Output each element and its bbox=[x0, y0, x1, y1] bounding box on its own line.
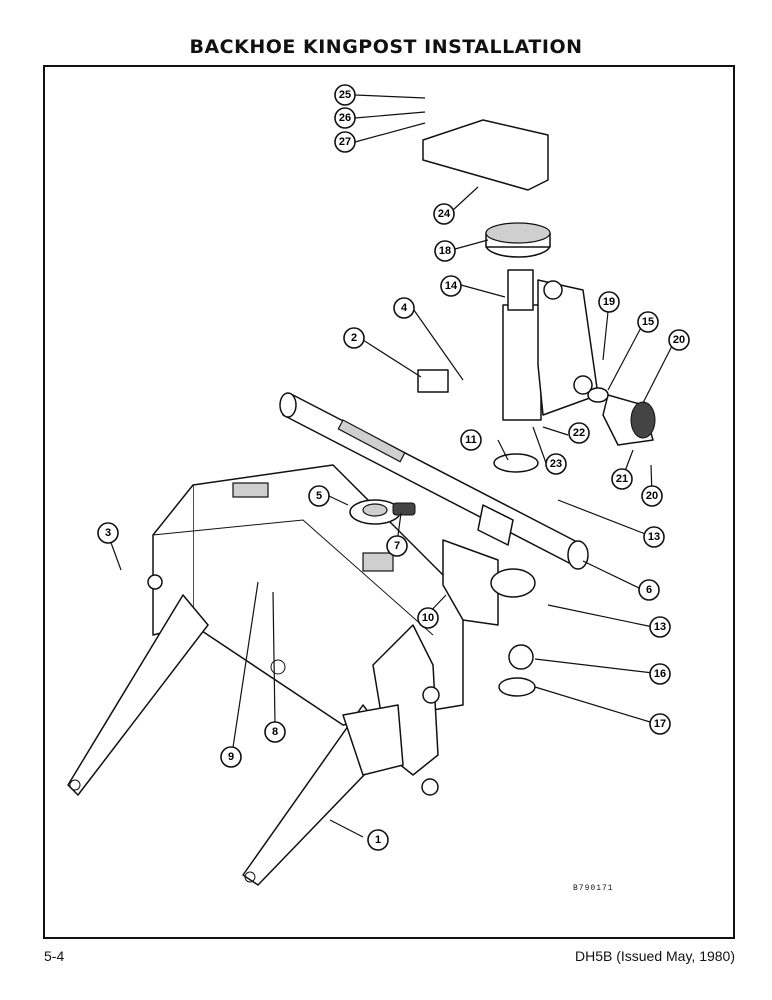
swing-gear bbox=[485, 222, 551, 258]
svg-text:24: 24 bbox=[438, 208, 451, 220]
callout-26: 25 bbox=[334, 84, 356, 106]
svg-text:18: 18 bbox=[439, 245, 451, 257]
callout-24: 23 bbox=[545, 453, 567, 475]
svg-text:2: 2 bbox=[351, 332, 357, 344]
svg-text:26: 26 bbox=[339, 112, 351, 124]
svg-text:10: 10 bbox=[422, 612, 434, 624]
page-number: 5-4 bbox=[44, 948, 65, 964]
callout-27: 26 bbox=[334, 107, 356, 129]
svg-text:23: 23 bbox=[550, 458, 562, 470]
svg-text:11: 11 bbox=[465, 434, 477, 446]
cover-plate bbox=[422, 119, 549, 191]
svg-text:6: 6 bbox=[646, 584, 652, 596]
svg-text:14: 14 bbox=[445, 280, 458, 292]
callout-5: 5 bbox=[308, 485, 330, 507]
callout-19: 19 bbox=[598, 291, 620, 313]
lower-bracket bbox=[442, 539, 499, 626]
lower-gear-16 bbox=[508, 644, 534, 670]
callout-16: 16 bbox=[649, 663, 671, 685]
svg-text:8: 8 bbox=[272, 726, 278, 738]
kingpost bbox=[502, 269, 599, 421]
svg-text:19: 19 bbox=[603, 296, 615, 308]
svg-text:5: 5 bbox=[316, 490, 322, 502]
svg-text:20: 20 bbox=[673, 334, 685, 346]
svg-text:21: 21 bbox=[616, 473, 628, 485]
swing-cylinder bbox=[279, 392, 589, 570]
figure-reference: B790171 bbox=[573, 884, 614, 893]
callout-8: 8 bbox=[264, 721, 286, 743]
callout-7: 7 bbox=[386, 535, 408, 557]
bushing-15 bbox=[587, 387, 609, 403]
page-title: BACKHOE KINGPOST INSTALLATION bbox=[189, 36, 583, 58]
stop-block bbox=[417, 369, 449, 393]
bearing-11 bbox=[493, 453, 539, 473]
callout-15: 15 bbox=[637, 311, 659, 333]
svg-text:3: 3 bbox=[105, 527, 111, 539]
callout-17: 17 bbox=[649, 713, 671, 735]
svg-text:22: 22 bbox=[573, 427, 585, 439]
callout-1: 1 bbox=[367, 829, 389, 851]
callout-3: 3 bbox=[97, 522, 119, 544]
svg-text:4: 4 bbox=[401, 302, 408, 314]
figure-frame bbox=[43, 65, 735, 939]
left-leg bbox=[67, 594, 209, 796]
callout-23: 22 bbox=[568, 422, 590, 444]
svg-text:20: 20 bbox=[646, 490, 658, 502]
svg-text:13: 13 bbox=[654, 621, 666, 633]
callout-20: 20 bbox=[668, 329, 690, 351]
callout-13-upper: 13 bbox=[643, 526, 665, 548]
callout-14: 14 bbox=[440, 275, 462, 297]
callout-4: 4 bbox=[393, 297, 415, 319]
svg-text:1: 1 bbox=[375, 834, 381, 846]
seal-17 bbox=[498, 677, 536, 697]
callout-22: 21 bbox=[611, 468, 633, 490]
grease-fitting-7 bbox=[392, 502, 416, 516]
issue-note: DH5B (Issued May, 1980) bbox=[574, 948, 735, 964]
svg-text:9: 9 bbox=[228, 751, 234, 763]
svg-text:27: 27 bbox=[339, 136, 351, 148]
callout-9: 9 bbox=[220, 746, 242, 768]
callout-11: 11 bbox=[460, 429, 482, 451]
callout-25: 24 bbox=[433, 203, 455, 225]
callout-28: 27 bbox=[334, 131, 356, 153]
svg-text:17: 17 bbox=[654, 718, 666, 730]
svg-text:13: 13 bbox=[648, 531, 660, 543]
exploded-view-drawing: 25 26 27 24 18 14 4 2 19 15 20 11 23 22 … bbox=[67, 84, 690, 886]
callout-18: 18 bbox=[434, 240, 456, 262]
callout-21: 20 bbox=[641, 485, 663, 507]
svg-text:25: 25 bbox=[339, 89, 351, 101]
callout-13-lower: 13 bbox=[649, 616, 671, 638]
svg-text:16: 16 bbox=[654, 668, 666, 680]
svg-text:7: 7 bbox=[394, 540, 400, 552]
leader-lines bbox=[109, 94, 676, 838]
callout-6: 6 bbox=[638, 579, 660, 601]
callout-2: 2 bbox=[343, 327, 365, 349]
callout-10: 10 bbox=[417, 607, 439, 629]
svg-text:15: 15 bbox=[642, 316, 654, 328]
